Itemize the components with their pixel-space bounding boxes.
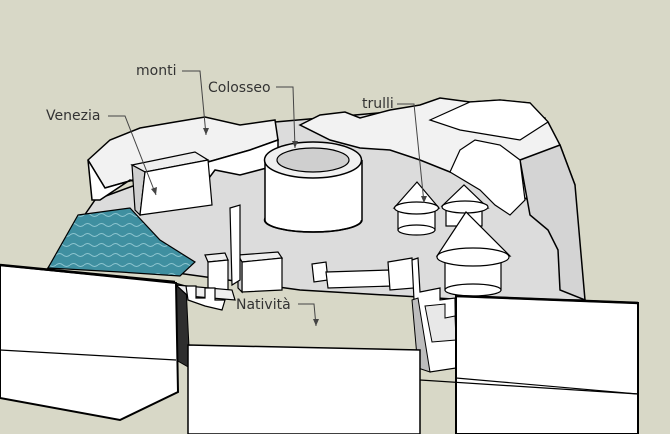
front-wall-center [187, 344, 421, 434]
front-floor-line [419, 379, 639, 395]
leader-venezia [108, 115, 157, 196]
venezia-water [47, 207, 196, 277]
leader-monti [182, 70, 207, 136]
front-wall-right-edge [455, 377, 639, 395]
stable-wall-right-shade [411, 297, 431, 373]
venezia-building-side [139, 159, 213, 216]
leader-arrowheads [151, 128, 427, 326]
label-colosseo: Colosseo [208, 80, 271, 96]
block-left [237, 251, 284, 294]
mountains-right-face [519, 144, 586, 302]
front-wall-right [455, 294, 639, 434]
front-rim-left [0, 263, 176, 284]
front-wall-left-edge [0, 349, 177, 361]
wall-segment-center [311, 257, 415, 291]
leader-trulli [397, 103, 425, 204]
trullo-large [435, 211, 512, 297]
stable-wall-left-crenel [185, 285, 226, 311]
colosseo-model [263, 141, 363, 233]
label-venezia: Venezia [46, 108, 101, 124]
label-monti: monti [136, 63, 177, 79]
mountains-peak-mid [449, 139, 526, 216]
front-rim-right [455, 294, 639, 305]
label-trulli: trulli [362, 96, 394, 112]
leader-colosseo [276, 86, 296, 149]
divider-wall-left [229, 204, 241, 287]
mountains-ridge-right [428, 99, 549, 141]
label-nativita: Natività [236, 297, 291, 313]
leader-nativita [298, 303, 317, 327]
leader-lines [108, 70, 425, 327]
trullo-small [392, 181, 441, 236]
tower-left [204, 252, 229, 293]
front-wall-left [0, 263, 180, 422]
